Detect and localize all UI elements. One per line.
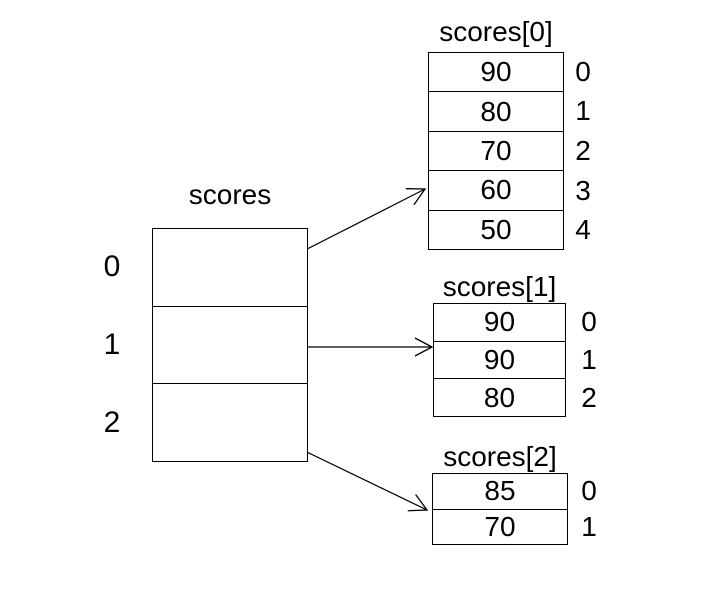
subarray-0-value-0: 90 [480,56,512,88]
subarray-1-value-2: 80 [434,378,565,416]
subarray-0-value-1: 80 [429,91,563,130]
subarray-1-index-2: 2 [581,382,597,413]
subarray-1-value-0: 90 [483,306,516,338]
main-array-index-2: 2 [103,406,121,439]
subarray-2-index-0: 0 [581,475,597,506]
subarray-0-value-2: 70 [429,130,563,170]
main-array-cell-0 [153,229,307,306]
main-array-title: scores [188,179,272,210]
main-array-box [152,228,308,462]
subarray-0-index-column: 0 1 2 3 4 [566,52,600,250]
subarray-2-title: scores[2] [443,441,557,472]
main-array-index-column: 0 1 2 [92,228,132,462]
subarray-0-index-2: 2 [575,134,591,166]
subarray-1-value-1: 90 [434,340,565,379]
subarray-1-box: 90 90 80 [433,303,566,417]
subarray-0-index-3: 3 [575,174,591,206]
main-array-cell-2 [153,383,307,461]
subarray-0-value-4: 50 [429,209,563,249]
subarray-0-index-4: 4 [575,214,591,246]
subarray-2-value-0: 85 [484,475,516,507]
subarray-0-box: 90 80 70 60 50 [428,52,564,250]
subarray-0-title: scores[0] [439,16,553,47]
subarray-2-index-1: 1 [581,511,597,542]
subarray-2-box: 85 70 [432,473,568,545]
subarray-1-index-1: 1 [581,344,597,375]
subarray-1-index-column: 0 1 2 [572,303,606,417]
main-array-cell-1 [153,305,307,384]
subarray-0-index-1: 1 [575,95,591,127]
main-array-index-1: 1 [103,328,121,361]
main-array-index-0: 0 [103,250,121,283]
subarray-2-index-column: 0 1 [572,473,606,545]
subarray-0-index-0: 0 [575,55,591,87]
subarray-0-value-3: 60 [429,170,563,209]
subarray-2-value-1: 70 [433,508,567,545]
subarray-1-index-0: 0 [581,306,597,337]
subarray-1-title: scores[1] [442,271,557,302]
